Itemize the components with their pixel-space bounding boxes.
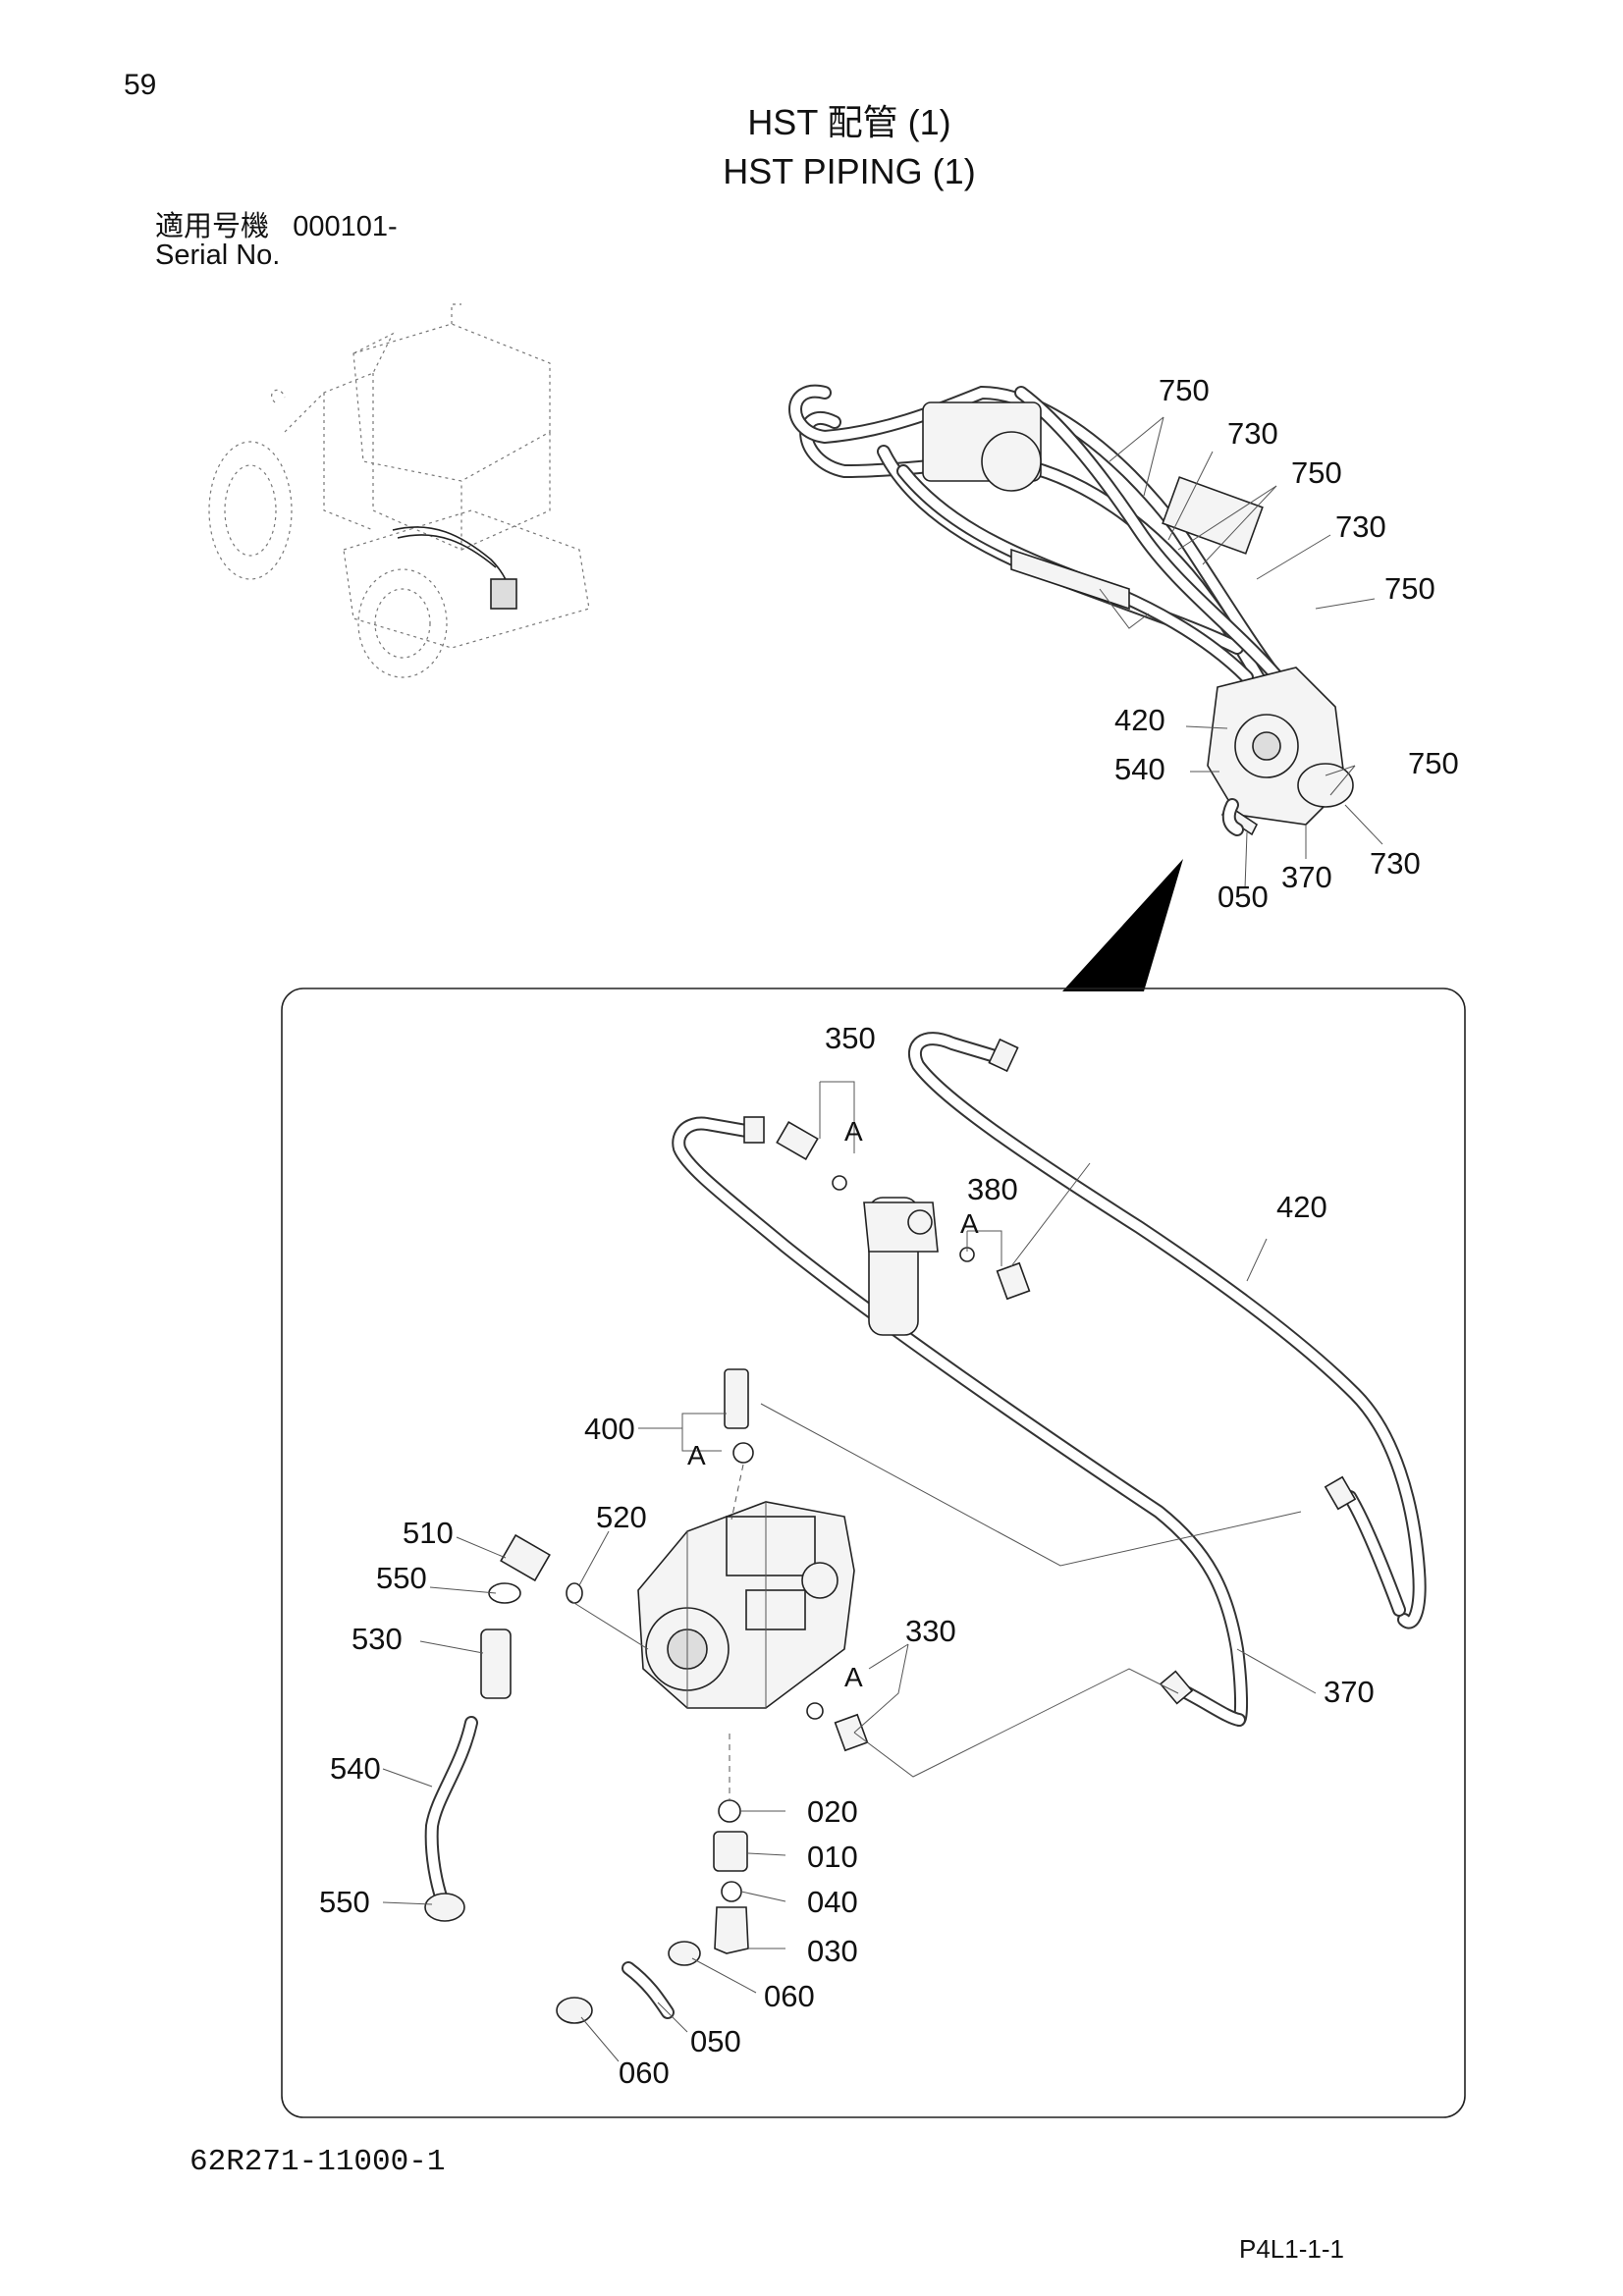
part-350-label: 350 — [825, 1021, 876, 1055]
mark-a-label: A — [844, 1662, 863, 1692]
callout-730: 730 — [1335, 509, 1386, 544]
callout-540: 540 — [1114, 752, 1165, 786]
machine-overview-illustration — [208, 303, 590, 678]
callout-730: 730 — [1370, 846, 1421, 881]
callout-750: 750 — [1291, 455, 1342, 490]
callout-370: 370 — [1281, 860, 1332, 894]
detail-fittings — [424, 1121, 1031, 2024]
part-010-label: 010 — [807, 1840, 858, 1874]
page-number: 59 — [124, 69, 157, 101]
serial-label-japanese: 適用号機 — [155, 211, 270, 242]
detail-frame — [281, 988, 1466, 2118]
part-040-label: 040 — [807, 1885, 858, 1919]
upper-callout-leaders — [1109, 416, 1383, 889]
part-540-label: 540 — [330, 1751, 381, 1786]
part-030-label: 030 — [807, 1934, 858, 1968]
detail-callout-labels: 350 A 380 A 420 400 A 510 520 550 530 33… — [319, 1021, 1375, 2090]
mark-a-label: A — [687, 1440, 706, 1470]
part-370-label: 370 — [1324, 1675, 1375, 1709]
part-060-label: 060 — [619, 2056, 670, 2090]
callout-750: 750 — [1159, 373, 1210, 407]
part-060-label: 060 — [764, 1979, 815, 2013]
part-510-label: 510 — [403, 1516, 454, 1550]
callout-420: 420 — [1114, 703, 1165, 737]
detail-callout-leaders — [382, 1081, 1317, 2062]
hst-pump — [637, 1501, 855, 1709]
upper-hose-assembly — [788, 384, 1354, 836]
mark-a-label: A — [960, 1208, 979, 1239]
detail-zoom-pointer — [1062, 859, 1183, 991]
callout-050: 050 — [1217, 880, 1269, 914]
hydraulic-filter — [863, 1197, 939, 1336]
part-420-label: 420 — [1276, 1190, 1327, 1224]
part-330-label: 330 — [905, 1614, 956, 1648]
mark-a-label: A — [844, 1116, 863, 1147]
part-400-label: 400 — [584, 1412, 635, 1446]
part-520-label: 520 — [596, 1500, 647, 1534]
part-530-label: 530 — [352, 1622, 403, 1656]
part-550-label: 550 — [376, 1561, 427, 1595]
detail-hoses — [672, 1032, 1427, 1727]
document-code: 62R271-11000-1 — [189, 2145, 446, 2179]
serial-number-line: 適用号機 000101- — [155, 203, 398, 244]
callout-730: 730 — [1227, 416, 1278, 451]
serial-label-english: Serial No. — [155, 240, 281, 271]
serial-value: 000101- — [293, 211, 398, 242]
callout-750: 750 — [1408, 746, 1459, 780]
part-020-label: 020 — [807, 1794, 858, 1829]
upper-callout-labels: 750 730 750 730 750 420 540 750 730 050 … — [1114, 373, 1459, 914]
part-050-label: 050 — [690, 2024, 741, 2058]
page-reference: P4L1-1-1 — [1239, 2234, 1344, 2264]
page-title-english: HST PIPING (1) — [723, 151, 976, 191]
callout-750: 750 — [1384, 571, 1435, 606]
part-380-label: 380 — [967, 1172, 1018, 1206]
page-title-japanese: HST 配管 (1) — [747, 102, 951, 142]
part-550-label: 550 — [319, 1885, 370, 1919]
